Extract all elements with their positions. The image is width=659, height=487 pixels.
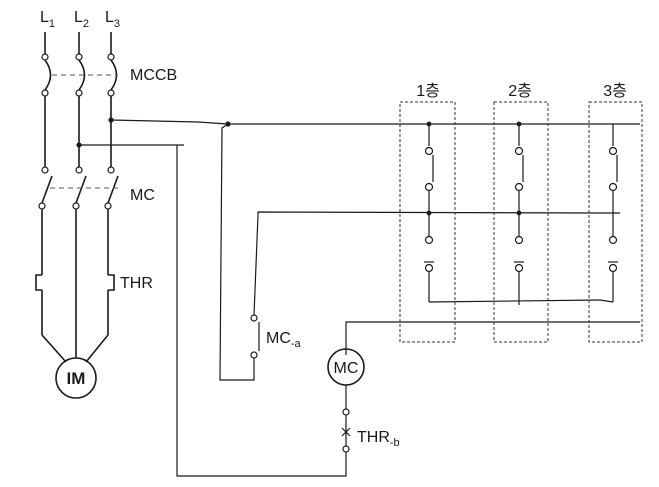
floor-1-box (399, 101, 456, 343)
floor-2-box (493, 101, 549, 343)
mccb-label: MCCB (130, 67, 177, 84)
line-label-l1: L1 (40, 9, 55, 30)
main-circuit (35, 32, 119, 363)
floor-2-label: 2층 (508, 82, 532, 100)
floor-1-label: 1층 (416, 82, 440, 100)
mc-aux-label: MC-a (266, 330, 302, 350)
thr-b-label: THR-b (357, 429, 400, 449)
floor-3-box (588, 101, 643, 343)
control-circuit (76, 117, 640, 477)
floor-3-label: 3층 (603, 82, 627, 100)
mc-coil-label: MC (334, 360, 359, 377)
motor-label: IM (67, 369, 86, 388)
thr-label: THR (120, 275, 153, 292)
line-label-l3: L3 (105, 9, 120, 30)
mc-label: MC (130, 187, 155, 204)
line-label-l2: L2 (74, 9, 89, 30)
motor-im (55, 357, 97, 399)
